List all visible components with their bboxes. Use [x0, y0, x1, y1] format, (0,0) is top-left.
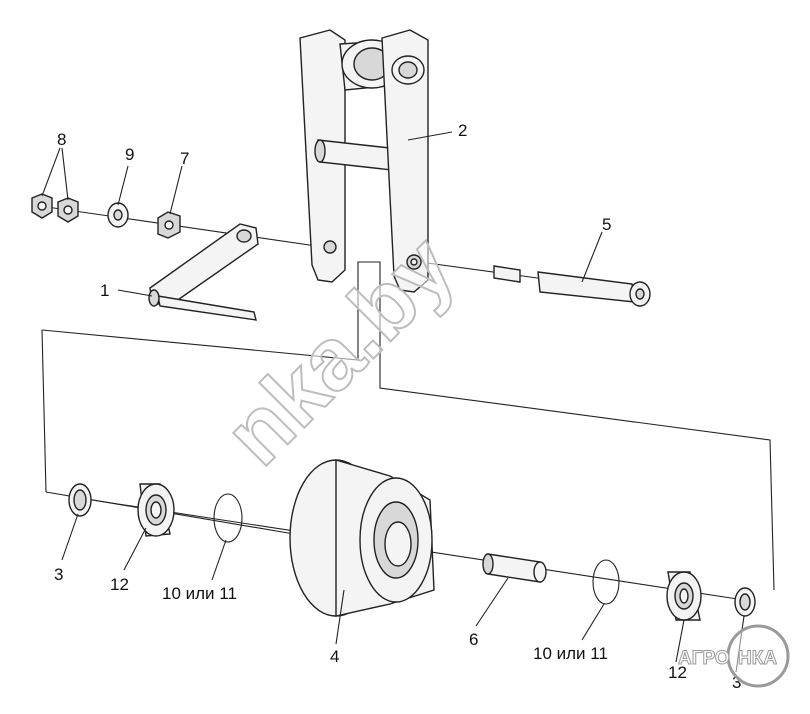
part-2-arm	[299, 29, 429, 293]
label-part-10-left: 10 или 11	[162, 584, 237, 603]
part-labels: 8 9 7 1 2 5 3 12 10 или 11 4 6 10 или 11…	[54, 121, 741, 692]
label-part-6: 6	[469, 630, 478, 649]
agronka-logo: АГРО НКА	[678, 624, 790, 688]
lower-assembly	[68, 459, 756, 621]
label-part-5: 5	[602, 215, 611, 234]
part-5-pin	[493, 265, 651, 307]
part-1-crank	[148, 223, 259, 321]
label-part-12-right: 12	[668, 663, 687, 682]
label-part-4: 4	[330, 647, 339, 666]
label-part-9: 9	[125, 145, 134, 164]
label-part-3-left: 3	[54, 565, 63, 584]
label-part-8: 8	[57, 130, 66, 149]
label-part-2: 2	[458, 121, 467, 140]
logo-left-text: АГРО	[678, 648, 730, 669]
fasteners-upper	[31, 193, 181, 239]
label-part-1: 1	[100, 281, 109, 300]
label-part-12-left: 12	[110, 575, 129, 594]
label-part-10-right: 10 или 11	[533, 644, 608, 663]
logo-ring-icon	[726, 624, 790, 688]
label-part-7: 7	[180, 149, 189, 168]
logo-right-text: НКА	[738, 648, 777, 669]
label-part-3-right: 3	[732, 673, 741, 692]
